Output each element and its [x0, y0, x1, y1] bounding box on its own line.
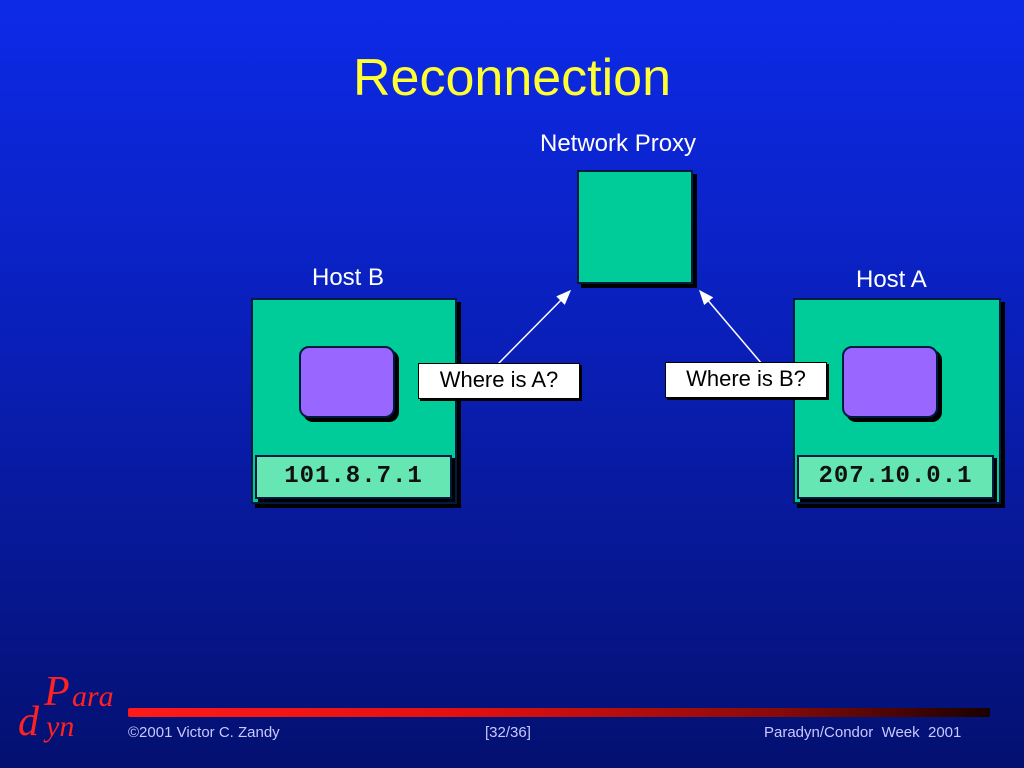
arrow-host-a-to-proxy [699, 289, 763, 365]
footer-page-number: [32/36] [485, 724, 531, 741]
footer-divider [128, 708, 990, 717]
paradyn-logo: P ara d yn [18, 669, 114, 745]
network-proxy-label: Network Proxy [540, 130, 697, 157]
footer-copyright: ©2001 Victor C. Zandy [128, 724, 280, 741]
host-a-ip-address: 207.10.0.1 [797, 455, 994, 499]
callout-where-is-b: Where is B? [665, 362, 827, 398]
host-b-ip-address: 101.8.7.1 [255, 455, 452, 499]
host-a-label: Host A [856, 266, 927, 293]
callout-where-is-a: Where is A? [418, 363, 580, 399]
footer-event: Paradyn/Condor Week 2001 [764, 724, 962, 741]
arrow-host-b-to-proxy [497, 289, 572, 365]
network-proxy-box [577, 170, 693, 284]
slide-title: Reconnection [353, 49, 671, 107]
host-b-process [299, 346, 395, 418]
host-b-label: Host B [312, 264, 385, 291]
host-a-process [842, 346, 938, 418]
